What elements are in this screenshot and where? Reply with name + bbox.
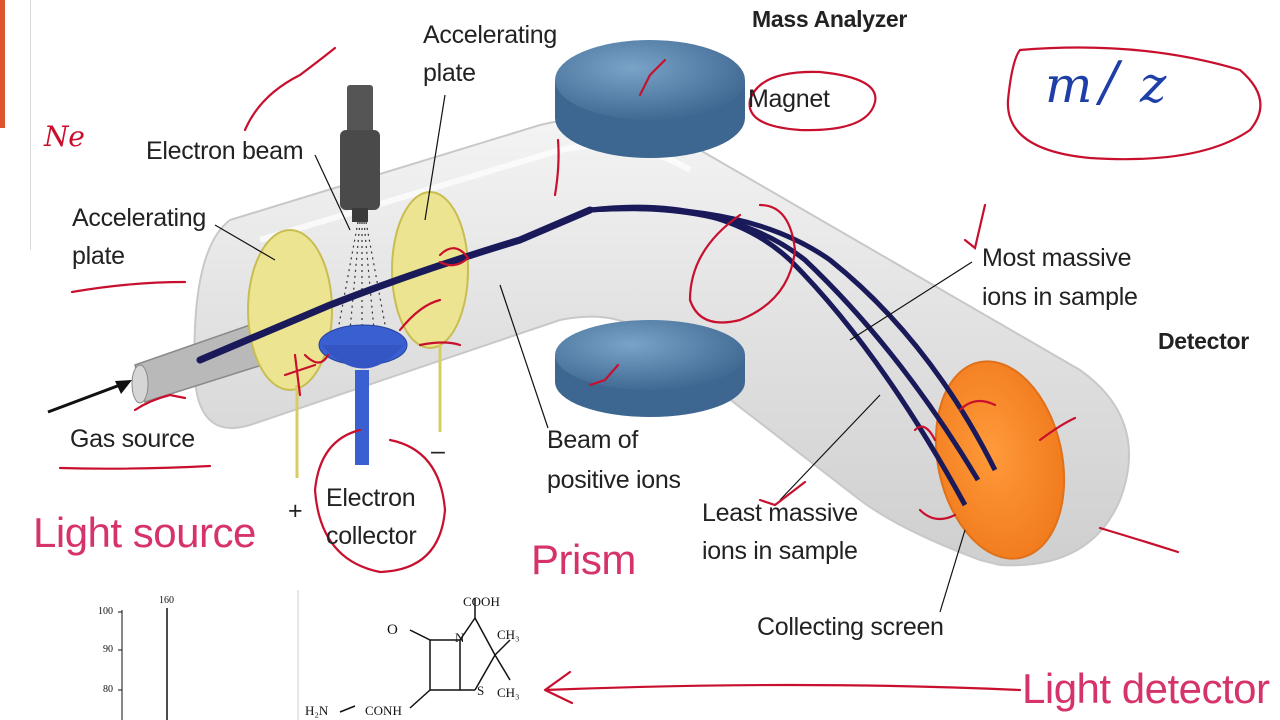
least-massive-label-line2: ions in sample: [702, 537, 858, 565]
detector-marks: [913, 399, 1077, 521]
minus-sign-label: –: [431, 437, 445, 465]
detector-screen: [934, 360, 1066, 560]
spectrum-tick-label-80: 80: [103, 684, 113, 695]
ion-beam-most-massive: [589, 206, 998, 472]
arrow-to-structure: [543, 670, 1022, 705]
check-least-massive: [758, 480, 807, 507]
mark-beam-entry: [438, 247, 470, 267]
ion-beam-main: [196, 206, 594, 364]
check-gas-source: [133, 393, 187, 412]
circle-mz: [1006, 46, 1262, 161]
circle-magnet-label: [748, 70, 877, 132]
leader-electron-beam: [314, 154, 351, 231]
check-most-massive: [963, 203, 987, 250]
structure-h2n: H₂N: [305, 703, 329, 718]
electron-gun-top: [347, 85, 373, 135]
left-accelerating-plate-label-line1: Accelerating: [72, 204, 206, 232]
structure-n: N: [455, 630, 465, 645]
leader-least-massive: [779, 394, 881, 501]
structure-o: O: [387, 622, 398, 638]
spectrum-tick-label-100: 100: [98, 606, 113, 617]
most-massive-label-line2: ions in sample: [982, 283, 1138, 311]
mz-slash-annotation: /: [1100, 50, 1118, 113]
least-massive-label-line1: Least massive: [702, 499, 858, 527]
underline-accelerating-plate: [70, 280, 187, 294]
electron-collector-cone: [322, 345, 404, 369]
leader-collecting-screen: [939, 529, 966, 613]
electron-beam-label: Electron beam: [146, 137, 304, 165]
gas-source-arrow: [47, 380, 129, 414]
spectrum-thumbnail: [118, 608, 168, 720]
handwriting-annotations: [58, 46, 1262, 705]
mz-z-annotation: z: [1140, 56, 1167, 114]
mark-right-plate: [398, 298, 462, 347]
magnet-label: Magnet: [748, 85, 830, 113]
circle-beam-curve: [688, 203, 797, 324]
electron-collector-stem: [355, 370, 369, 465]
leader-most-massive: [849, 261, 973, 341]
light-detector-annotation: Light detector: [1022, 665, 1270, 712]
check-magnet-top: [638, 58, 667, 97]
spectrum-peak-label: 160: [159, 595, 174, 606]
detector-label: Detector: [1158, 328, 1249, 354]
underline-gas-source: [58, 464, 212, 470]
plus-sign-label: +: [288, 497, 303, 525]
ne-annotation: Ne: [44, 120, 85, 153]
prism-annotation: Prism: [531, 536, 636, 583]
light-source-annotation: Light source: [33, 509, 256, 556]
left-accelerating-plate-label-line2: plate: [72, 242, 125, 270]
electron-collector-label-line2: collector: [326, 522, 417, 550]
structure-s: S: [477, 683, 485, 698]
beam-positive-ions-label-line1: Beam of: [547, 426, 639, 454]
check-top-left: [243, 46, 337, 132]
leader-top-plate: [424, 94, 446, 221]
circle-electron-collector: [313, 428, 447, 574]
structure-conh: CONH: [365, 703, 402, 718]
structure-ch3-top: CH₃: [497, 627, 520, 642]
left-accelerating-plate: [247, 229, 333, 391]
mz-m-annotation: m: [1045, 56, 1093, 114]
slide-edge-line: [30, 0, 31, 250]
mass-analyzer-label: Mass Analyzer: [752, 6, 908, 32]
structure-ch3-bottom: CH₃: [497, 685, 520, 700]
top-accelerating-plate-label-line2: plate: [423, 59, 476, 87]
mark-top-beam: [553, 138, 560, 197]
leader-left-plate: [214, 224, 276, 261]
electron-gun-tip: [352, 208, 368, 222]
chemical-structure: [339, 598, 511, 713]
upper-magnet: [555, 40, 745, 158]
leader-beam-positive: [499, 284, 549, 429]
mark-left-plate-plus: [283, 353, 330, 397]
gas-source-arrowhead: [115, 380, 132, 394]
gas-inlet-end: [131, 364, 149, 404]
electron-collector-label-line1: Electron: [326, 484, 416, 512]
most-massive-label-line1: Most massive: [982, 244, 1132, 272]
gas-source-label: Gas source: [70, 425, 195, 453]
spectrum-tick-label-90: 90: [103, 644, 113, 655]
top-accelerating-plate-label-line1: Accelerating: [423, 21, 557, 49]
underline-detector: [1098, 526, 1180, 554]
slide-edge-bar: [0, 0, 5, 128]
collecting-screen-label: Collecting screen: [757, 613, 944, 641]
beam-positive-ions-label-line2: positive ions: [547, 466, 681, 494]
check-magnet-bottom: [588, 363, 620, 387]
electron-spray: [337, 221, 387, 331]
structure-cooh: COOH: [463, 594, 500, 609]
electron-gun-body: [340, 130, 380, 210]
lower-magnet: [555, 320, 745, 417]
